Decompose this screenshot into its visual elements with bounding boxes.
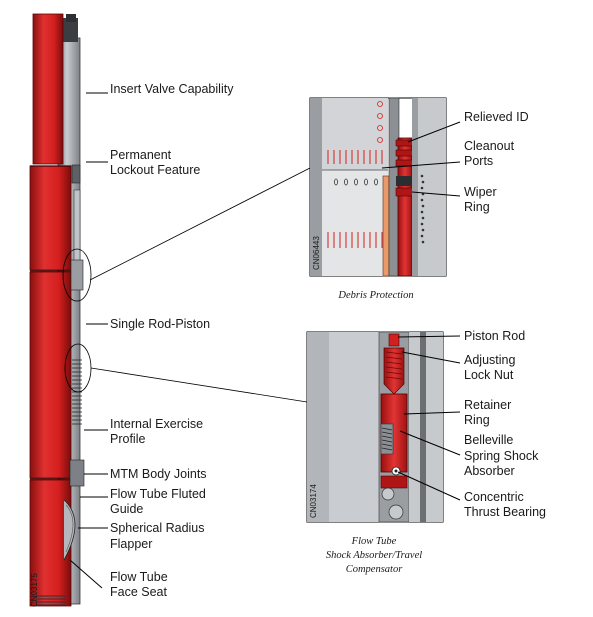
detail-top-labels: Relieved ID Cleanout Ports Wiper Ring: [464, 110, 529, 214]
label-adjusting-lock-nut-2: Lock Nut: [464, 368, 514, 382]
caption-debris-protection: Debris Protection: [337, 290, 413, 301]
label-insert-valve: Insert Valve Capability: [110, 82, 234, 96]
label-wiper-ring: Wiper: [464, 185, 497, 199]
label-concentric-thrust-bearing: Concentric: [464, 490, 524, 504]
label-permanent-lockout-2: Lockout Feature: [110, 163, 200, 177]
detail-bottom-drawing-number: CN03174: [309, 484, 318, 518]
callout-line-bottom: [90, 367, 308, 403]
tool-drawing-number: CN03175: [30, 573, 39, 607]
label-mtm-body-joints: MTM Body Joints: [110, 467, 207, 481]
label-face-seat-2: Face Seat: [110, 585, 168, 599]
label-cleanout-ports: Cleanout: [464, 139, 515, 153]
label-flow-tube-fluted-2: Guide: [110, 502, 143, 516]
detail-bottom-labels: Piston Rod Adjusting Lock Nut Retainer R…: [464, 329, 546, 519]
caption-shock-absorber: Shock Absorber/Travel: [326, 550, 422, 561]
label-belleville-spring-2: Spring Shock: [464, 449, 539, 463]
caption-compensator: Compensator: [346, 564, 404, 575]
detail-debris-protection: CN06443: [309, 97, 447, 277]
detail-top-drawing-number: CN06443: [312, 236, 321, 270]
label-spherical-flapper: Spherical Radius: [110, 521, 205, 535]
label-relieved-id: Relieved ID: [464, 110, 529, 124]
tool-labels: Insert Valve Capability Permanent Lockou…: [110, 82, 234, 599]
label-belleville-spring: Belleville: [464, 433, 513, 447]
label-concentric-thrust-bearing-2: Thrust Bearing: [464, 505, 546, 519]
label-retainer-ring: Retainer: [464, 398, 511, 412]
label-retainer-ring-2: Ring: [464, 413, 490, 427]
detail-bottom-leaders: [397, 335, 461, 501]
label-spherical-flapper-2: Flapper: [110, 537, 152, 551]
label-piston-rod: Piston Rod: [464, 329, 525, 343]
label-single-rod-piston: Single Rod-Piston: [110, 317, 210, 331]
tool-leaders: [69, 92, 108, 589]
label-internal-exercise: Internal Exercise: [110, 417, 203, 431]
label-permanent-lockout: Permanent: [110, 148, 172, 162]
label-internal-exercise-2: Profile: [110, 432, 145, 446]
label-adjusting-lock-nut: Adjusting: [464, 353, 515, 367]
tool-body: CN03175: [29, 13, 92, 607]
callout-line-top: [89, 167, 311, 281]
label-face-seat: Flow Tube: [110, 570, 168, 584]
label-belleville-spring-3: Absorber: [464, 464, 515, 478]
caption-flow-tube: Flow Tube: [351, 536, 397, 547]
label-cleanout-ports-2: Ports: [464, 154, 493, 168]
label-wiper-ring-2: Ring: [464, 200, 490, 214]
detail-circle-upper: [62, 248, 92, 302]
detail-shock-absorber: CN03174: [306, 331, 444, 523]
detail-top-leaders: [381, 121, 461, 197]
label-flow-tube-fluted: Flow Tube Fluted: [110, 487, 206, 501]
